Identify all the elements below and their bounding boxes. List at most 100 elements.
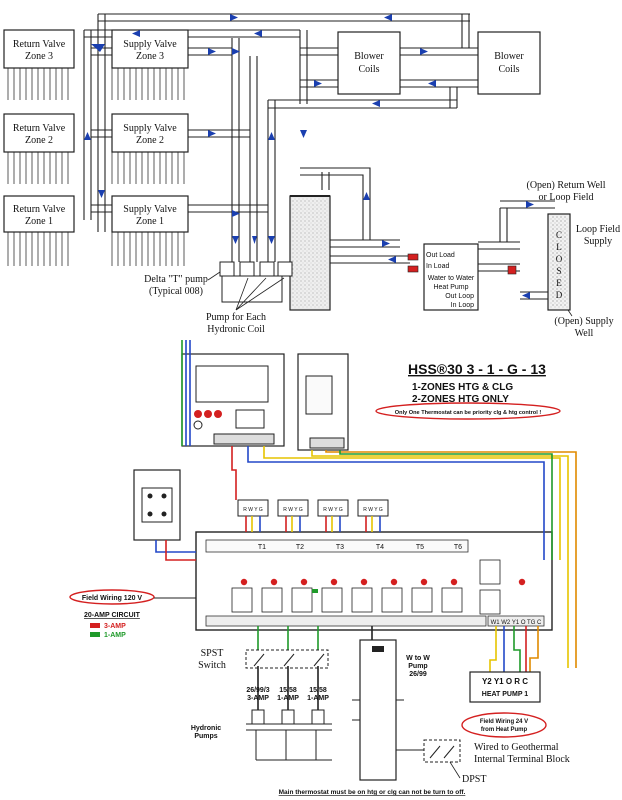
zone-label: Zone 2 — [136, 135, 164, 146]
colored-wires — [155, 340, 577, 710]
legend-label-3amp: 3-AMP — [104, 623, 126, 630]
zone-label: Zone 3 — [25, 51, 53, 62]
wiring-subtitle-2: 2-ZONES HTG ONLY — [412, 394, 509, 405]
wired-to-geo-label-2: Internal Terminal Block — [474, 754, 570, 765]
open-supply-well-label-1: (Open) Supply — [554, 316, 613, 327]
wiring-subtitle-1: 1-ZONES HTG & CLG — [412, 382, 513, 393]
thermostat-terminal-label: R W Y G — [363, 507, 383, 513]
zone-1-return-valve: Return Valve Zone 1 — [3, 195, 75, 233]
closed-letter: O — [556, 254, 563, 264]
zone-3-supply-valve: Supply Valve Zone 3 — [111, 29, 189, 69]
blower-label: Blower — [494, 51, 524, 62]
zone-label: Zone 2 — [25, 135, 53, 146]
pump-fuse-model: 15/58 — [309, 687, 327, 694]
supply-valve-label: Supply Valve — [123, 204, 177, 215]
thermostat-note: Only One Thermostat can be priority clg … — [395, 410, 542, 416]
relay-label: T1 — [258, 544, 266, 551]
legend-label-1amp: 1-AMP — [104, 632, 126, 639]
relay-label: T5 — [416, 544, 424, 551]
wired-to-geo-label-1: Wired to Geothermal — [474, 742, 559, 753]
amp-legend: 3-AMP 1-AMP — [90, 623, 126, 639]
terminal-row-label: W1 W2 Y1 O TG C — [491, 620, 542, 626]
loop-field-tank — [547, 213, 571, 311]
dpst-label: DPST — [462, 774, 486, 785]
delta-t-pump-label-2: (Typical 008) — [149, 286, 203, 297]
manifold-pipes — [83, 13, 555, 300]
wiring-section: HSS®30 3 - 1 - G - 13 1-ZONES HTG & CLG … — [69, 340, 577, 796]
blower-label: Blower — [354, 51, 384, 62]
open-supply-well-label-2: Well — [575, 328, 594, 339]
heat-pump-terminals: Y2 Y1 O R C — [482, 677, 528, 686]
pump-fuse-model: 26/99/3 — [246, 687, 269, 694]
spst-switch — [245, 649, 329, 669]
bottom-note: Main thermostat must be on htg or clg ca… — [279, 789, 466, 796]
field-wiring-24-oval — [461, 712, 547, 738]
zone-2-return-valve: Return Valve Zone 2 — [3, 113, 75, 153]
closed-label: C L O S E D — [556, 230, 563, 300]
return-valve-label: Return Valve — [13, 39, 66, 50]
isolation-valves — [407, 253, 517, 275]
zone-label: Zone 3 — [136, 51, 164, 62]
loop-field-label-2: Supply — [584, 236, 612, 247]
return-valve-label: Return Valve — [13, 123, 66, 134]
main-thermostat-board — [181, 353, 285, 447]
thermostat-terminal-label: R W Y G — [243, 507, 263, 513]
in-loop-label: In Loop — [451, 302, 474, 309]
supply-valve-label: Supply Valve — [123, 123, 177, 134]
zone-thermostat-terminals: R W Y G R W Y G R W Y G R W Y G — [237, 499, 389, 517]
return-valve-label: Return Valve — [13, 204, 66, 215]
pump-fuse-model: 15/58 — [279, 687, 297, 694]
delta-t-pump-label-1: Delta "T" pump — [144, 274, 208, 285]
relay-blocks — [231, 559, 501, 615]
field-wiring-120-label: Field Wiring 120 V — [82, 595, 143, 602]
zone-label: Zone 1 — [136, 216, 164, 227]
buffer-tank — [289, 195, 331, 311]
closed-letter: D — [556, 290, 563, 300]
closed-letter: S — [556, 266, 561, 276]
out-loop-label: Out Loop — [445, 293, 474, 300]
hydronic-pump-symbols — [246, 709, 332, 761]
pump-fuse-amp: 1-AMP — [307, 695, 329, 702]
blower-coil-2: Blower Coils — [477, 31, 541, 95]
blower-coil-1: Blower Coils — [337, 31, 401, 95]
zone-1-supply-valve: Supply Valve Zone 1 — [111, 195, 189, 233]
wiring-title: HSS®30 3 - 1 - G - 13 — [408, 361, 546, 377]
loop-field-label-1: Loop Field — [576, 224, 620, 235]
red-fuse-indicators — [240, 578, 526, 586]
field-wiring-24-label-2: from Heat Pump — [481, 727, 528, 733]
zone-relay-labels: T1 T2 T3 T4 T5 T6 — [258, 544, 462, 551]
closed-letter: E — [556, 278, 562, 288]
w-to-w-pump-label-2: Pump — [408, 663, 427, 670]
power-terminal-block — [133, 469, 181, 541]
heat-pump-title-1: Water to Water — [428, 275, 475, 282]
pump-each-coil-label-1: Pump for Each — [206, 312, 266, 323]
zone-tube-combs — [7, 68, 185, 266]
hss-controller-board: T1 T2 T3 T4 T5 T6 — [195, 531, 553, 631]
second-thermostat-board — [297, 353, 349, 451]
relay-label: T4 — [376, 544, 384, 551]
coils-label: Coils — [358, 64, 379, 75]
thermostat-note-oval — [375, 402, 561, 420]
out-load-label: Out Load — [426, 252, 455, 259]
water-to-water-heat-pump: Out Load In Load Water to Water Heat Pum… — [423, 243, 479, 311]
legend-swatch-1amp — [90, 632, 100, 637]
heat-pump-1-label: HEAT PUMP 1 — [482, 691, 529, 698]
field-wiring-24-label-1: Field Wiring 24 V — [480, 719, 528, 725]
dpst-switch — [396, 739, 461, 763]
green-fuse-indicators — [312, 589, 318, 593]
open-return-well-label-1: (Open) Return Well — [527, 180, 606, 191]
spst-label-2: Switch — [198, 660, 226, 671]
zone-label: Zone 1 — [25, 216, 53, 227]
spst-label-1: SPST — [201, 648, 224, 659]
circulator-pumps — [219, 261, 293, 303]
pump-each-coil-label-2: Hydronic Coil — [207, 324, 265, 335]
legend-swatch-3amp — [90, 623, 100, 628]
hydronic-pumps-label-2: Pumps — [194, 733, 217, 740]
relay-label: T6 — [454, 544, 462, 551]
relay-label: T2 — [296, 544, 304, 551]
coils-label: Coils — [498, 64, 519, 75]
closed-letter: L — [556, 242, 562, 252]
relay-label: T3 — [336, 544, 344, 551]
pump-fuse-amp: 3-AMP — [247, 695, 269, 702]
open-return-well-label-2: or Loop Field — [539, 192, 594, 203]
